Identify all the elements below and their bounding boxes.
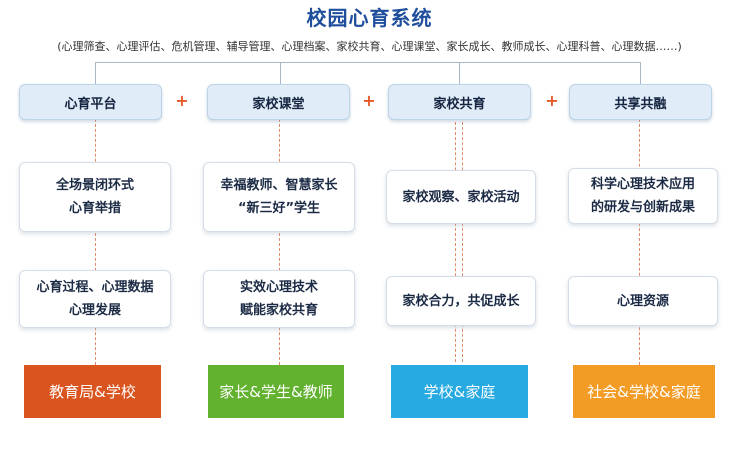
dashed-connector-2 — [279, 119, 280, 365]
plus-sign-2: + — [362, 91, 376, 110]
dashed-connector-3b — [462, 122, 463, 362]
box-text-line: 心育过程、心理数据 — [36, 280, 154, 295]
box-coeducation-joint-growth: 家校合力，共促成长 — [386, 276, 536, 326]
header-xinyu-platform: 心育平台 — [19, 84, 162, 120]
dashed-connector-3a — [455, 122, 456, 362]
dashed-connector-4 — [639, 119, 640, 365]
box-text-line: 家校观察、家校活动 — [402, 189, 520, 205]
box-text-line: 科学心理技术应用 — [590, 177, 695, 192]
box-coeducation-activities: 家校观察、家校活动 — [386, 170, 536, 224]
diagram-title: 校园心育系统 — [306, 6, 433, 30]
top-connector-drop-3 — [459, 62, 460, 84]
box-classroom-empower: 实效心理技术 赋能家校共育 — [203, 270, 355, 328]
header-sharing-integration: 共享共融 — [569, 84, 712, 120]
box-platform-measures: 全场景闭环式 心育举措 — [19, 162, 171, 232]
bottom-parents-students-teachers: 家长&学生&教师 — [208, 365, 344, 418]
plus-sign-1: + — [175, 91, 189, 110]
box-text-line: 的研发与创新成果 — [590, 200, 695, 215]
box-sharing-resources: 心理资源 — [568, 276, 718, 326]
top-connector-horizontal — [95, 62, 640, 63]
box-text-line: “新三好”学生 — [237, 201, 321, 216]
box-text-line: 幸福教师、智慧家长 — [220, 178, 338, 193]
bottom-school-family: 学校&家庭 — [391, 365, 528, 418]
plus-sign-3: + — [545, 91, 559, 110]
top-connector-drop-1 — [95, 62, 96, 84]
bottom-education-bureau-school: 教育局&学校 — [24, 365, 161, 418]
box-platform-process: 心育过程、心理数据 心理发展 — [19, 270, 171, 328]
top-connector-drop-4 — [640, 62, 641, 84]
box-text-line: 心理发展 — [68, 303, 121, 318]
box-text-line: 赋能家校共育 — [239, 303, 318, 318]
header-home-school-classroom: 家校课堂 — [207, 84, 350, 120]
box-text-line: 心育举措 — [68, 201, 121, 216]
bottom-society-school-family: 社会&学校&家庭 — [573, 365, 715, 418]
header-home-school-coeducation: 家校共育 — [388, 84, 531, 120]
top-connector-drop-2 — [280, 62, 281, 84]
box-text-line: 心理资源 — [616, 293, 669, 309]
box-text-line: 实效心理技术 — [239, 280, 318, 295]
diagram-subtitle: (心理筛查、心理评估、危机管理、辅导管理、心理档案、家校共育、心理课堂、家长成长… — [57, 40, 682, 53]
box-text-line: 全场景闭环式 — [55, 178, 134, 193]
dashed-connector-1 — [95, 119, 96, 365]
box-sharing-innovation: 科学心理技术应用 的研发与创新成果 — [568, 168, 718, 224]
box-classroom-goals: 幸福教师、智慧家长 “新三好”学生 — [203, 162, 355, 232]
box-text-line: 家校合力，共促成长 — [402, 293, 520, 309]
